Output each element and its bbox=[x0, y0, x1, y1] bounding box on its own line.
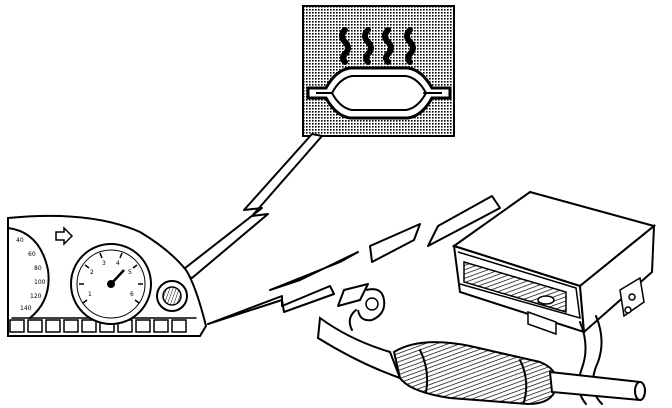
gauge-tick-label: 3 bbox=[102, 260, 106, 267]
gauge-tick-label: 40 bbox=[16, 237, 24, 244]
tachometer-gauge: 1 2 3 4 5 6 bbox=[70, 243, 152, 325]
gauge-tick-label: 5 bbox=[128, 269, 132, 276]
speedometer-gauge: 40 60 80 100 120 140 bbox=[7, 227, 50, 319]
warning-light-strip bbox=[9, 319, 187, 333]
gauge-tick-label: 1 bbox=[88, 291, 92, 298]
engine-control-unit bbox=[451, 190, 657, 405]
ecu-connector bbox=[457, 251, 581, 320]
temperature-sensor bbox=[348, 288, 386, 331]
gauge-tick-label: 80 bbox=[34, 265, 42, 272]
gauge-tick-label: 2 bbox=[90, 269, 94, 276]
gauge-tick-label: 140 bbox=[20, 305, 32, 312]
warning-lamp-panel bbox=[302, 5, 455, 137]
gauge-tick-label: 4 bbox=[116, 260, 120, 267]
catalytic-converter-heat-warning-icon bbox=[306, 27, 452, 120]
instrument-cluster: 40 60 80 100 120 140 1 2 bbox=[7, 214, 208, 337]
turn-signal-arrow-icon bbox=[55, 226, 74, 246]
catalytic-converter bbox=[316, 288, 646, 406]
gauge-tick-label: 100 bbox=[34, 279, 46, 286]
signal-bolt-ecu-lower bbox=[207, 283, 369, 325]
signal-bolt-ecu-upper bbox=[269, 195, 501, 291]
gauge-tick-label: 60 bbox=[28, 251, 36, 258]
cluster-warning-lamp bbox=[156, 280, 188, 312]
gauge-tick-label: 6 bbox=[130, 291, 134, 298]
signal-bolt-lamp bbox=[179, 133, 323, 279]
gauge-tick-label: 120 bbox=[30, 293, 42, 300]
